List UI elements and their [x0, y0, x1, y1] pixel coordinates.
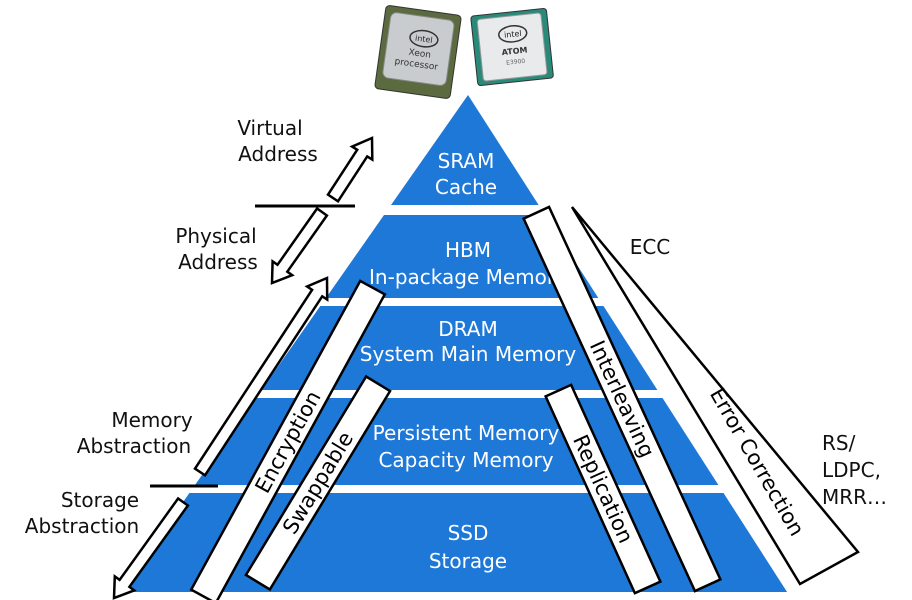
atom-processor-chip: intel ATOM E3900	[470, 8, 554, 86]
chip-model-text: Xeon	[408, 48, 432, 61]
layer-ssd-title: SSD	[448, 521, 489, 545]
layer-sram-title: SRAM	[438, 149, 495, 173]
mrr-label: MRR…	[822, 485, 887, 509]
chip-brand-logo: intel	[504, 29, 522, 40]
xeon-processor-chip: intel Xeon processor	[374, 5, 462, 99]
storage-abstraction-label-line2: Abstraction	[25, 514, 139, 538]
virtual-address-label-line2: Address	[238, 142, 318, 166]
layer-pm-subtitle: Capacity Memory	[378, 448, 553, 472]
chip-brand-logo: intel	[415, 34, 434, 45]
layer-sram	[391, 95, 539, 205]
memory-abstraction-label-line1: Memory	[111, 408, 193, 432]
chip-model-text: E3900	[506, 58, 526, 67]
storage-abstraction-label-line1: Storage	[61, 488, 139, 512]
arrows	[112, 136, 374, 600]
storage-abstraction-down-arrow-icon	[112, 496, 190, 600]
layer-hbm-subtitle: In-package Memory	[369, 265, 567, 289]
physical-address-label-line2: Address	[178, 250, 258, 274]
virtual-address-up-arrow-icon	[326, 136, 374, 204]
layer-hbm-title: HBM	[445, 238, 491, 262]
layer-ssd-subtitle: Storage	[429, 549, 507, 573]
rs-label: RS/	[822, 431, 856, 455]
memory-abstraction-up-arrow-icon	[193, 276, 329, 478]
layer-labels: SRAM Cache HBM In-package Memory DRAM Sy…	[360, 149, 577, 573]
layer-dram-subtitle: System Main Memory	[360, 342, 577, 366]
chip-model-text: ATOM	[501, 45, 528, 57]
layer-dram-title: DRAM	[438, 317, 497, 341]
memory-abstraction-label-line2: Abstraction	[77, 434, 191, 458]
physical-address-label-line1: Physical	[175, 224, 256, 248]
ecc-label: ECC	[630, 235, 671, 259]
physical-address-down-arrow-icon	[270, 206, 329, 285]
layer-pm-title: Persistent Memory	[373, 421, 560, 445]
ldpc-label: LDPC,	[822, 458, 881, 482]
virtual-address-label-line1: Virtual	[237, 116, 302, 140]
layer-sram-subtitle: Cache	[435, 175, 497, 199]
